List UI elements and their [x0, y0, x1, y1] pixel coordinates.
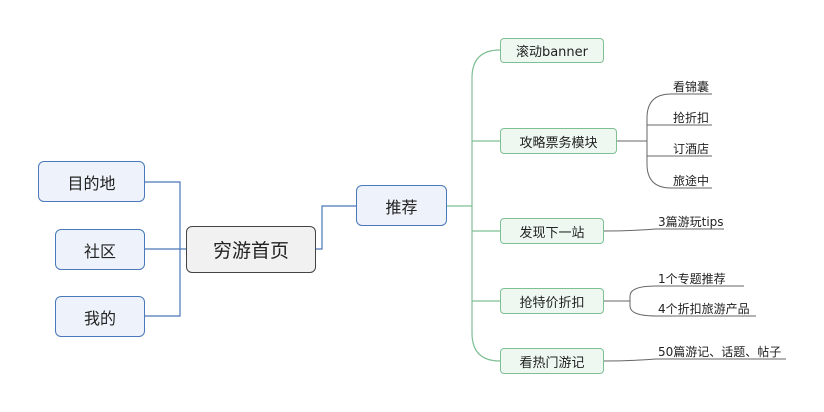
leaf-book-hotel: 订酒店	[673, 142, 710, 156]
mine-node[interactable]: 我的	[55, 296, 145, 337]
leaf-travel-tips: 3篇游玩tips	[658, 215, 724, 229]
leaf-topic-recommend: 1个专题推荐	[658, 272, 726, 286]
branch-special-discount[interactable]: 抢特价折扣	[500, 288, 604, 314]
leaf-grab-discount: 抢折扣	[673, 111, 710, 125]
leaf-tips-guide: 看锦囊	[673, 80, 710, 94]
community-node[interactable]: 社区	[55, 229, 145, 270]
branch-discover-next[interactable]: 发现下一站	[500, 218, 604, 244]
root-node-home[interactable]: 穷游首页	[186, 226, 316, 273]
branch-banner[interactable]: 滚动banner	[500, 38, 604, 63]
leaf-discount-products: 4个折扣旅游产品	[658, 302, 750, 316]
destination-node[interactable]: 目的地	[38, 161, 145, 202]
branch-hot-travelogues[interactable]: 看热门游记	[500, 348, 604, 374]
branch-guide-tickets[interactable]: 攻略票务模块	[500, 128, 617, 154]
recommend-node[interactable]: 推荐	[356, 185, 447, 226]
leaf-travelogues-topics: 50篇游记、话题、帖子	[658, 345, 782, 359]
leaf-on-trip: 旅途中	[673, 174, 710, 188]
